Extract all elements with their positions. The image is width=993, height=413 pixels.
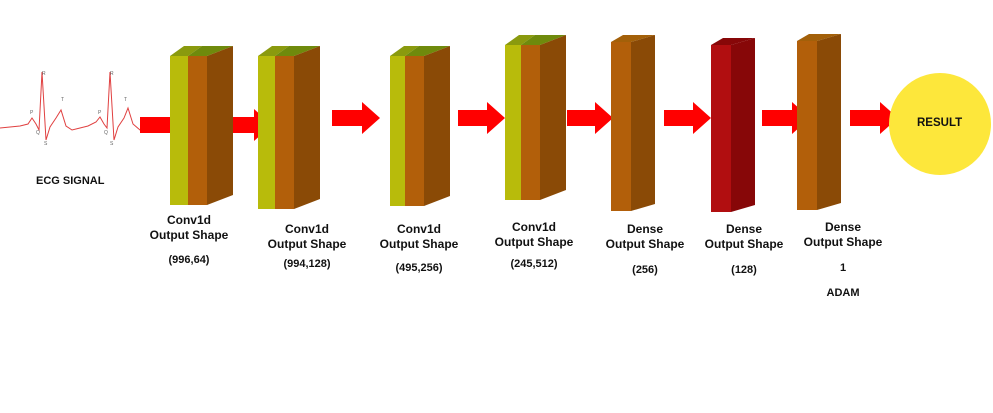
output-shape-label: Output Shape bbox=[494, 235, 574, 249]
output-shape-label: Output Shape bbox=[379, 237, 459, 251]
block-side bbox=[424, 46, 450, 206]
output-shape-value: (994,128) bbox=[283, 258, 331, 270]
ecg-wave-label: T bbox=[61, 97, 64, 103]
block-front bbox=[797, 41, 817, 210]
ecg-signal-waveform: P Q R S T P Q R S T bbox=[0, 71, 151, 147]
ecg-wave-label: Q bbox=[104, 130, 108, 136]
layer-block-1 bbox=[170, 46, 233, 205]
layer-name: Dense bbox=[725, 222, 763, 236]
block-top bbox=[797, 34, 841, 41]
layer-name: Conv1d bbox=[166, 213, 211, 227]
block-side bbox=[540, 35, 566, 200]
block-top bbox=[711, 38, 755, 45]
block-front bbox=[711, 45, 731, 212]
block-front bbox=[521, 45, 540, 200]
output-shape-label: Output Shape bbox=[149, 228, 229, 242]
flow-arrow bbox=[664, 102, 711, 134]
output-shape-value: (245,512) bbox=[510, 258, 558, 270]
layer-block-6 bbox=[711, 38, 755, 212]
block-top bbox=[521, 35, 566, 45]
layer-blocks bbox=[170, 34, 841, 212]
flow-arrow bbox=[567, 102, 613, 134]
layer-name: Conv1d bbox=[396, 222, 441, 236]
block-top bbox=[188, 46, 233, 56]
output-shape-label: Output Shape bbox=[605, 237, 685, 251]
block-front bbox=[188, 56, 207, 205]
layer-block-2 bbox=[258, 46, 320, 209]
slab-face bbox=[505, 45, 521, 200]
flow-arrows bbox=[140, 102, 898, 141]
layer-name: Conv1d bbox=[284, 222, 329, 236]
layer-name: Conv1d bbox=[511, 220, 556, 234]
ecg-signal-label: ECG SIGNAL bbox=[36, 175, 105, 187]
ecg-line bbox=[0, 71, 151, 141]
layer-name: Dense bbox=[824, 220, 862, 234]
block-side bbox=[207, 46, 233, 205]
output-shape-value: (996,64) bbox=[168, 254, 210, 266]
output-shape-value: 1 bbox=[839, 262, 847, 274]
block-side bbox=[731, 38, 755, 212]
block-front bbox=[611, 42, 631, 211]
flow-arrow bbox=[332, 102, 380, 134]
layer-block-7 bbox=[797, 34, 841, 210]
ecg-wave-label: P bbox=[30, 110, 34, 116]
output-shape-value: (128) bbox=[731, 264, 757, 276]
block-top bbox=[611, 35, 655, 42]
ecg-wave-label: S bbox=[44, 141, 48, 147]
layer-block-5 bbox=[611, 35, 655, 211]
layer-name: Dense bbox=[626, 222, 664, 236]
slab-face bbox=[258, 56, 275, 209]
output-shape-label: Output Shape bbox=[267, 237, 347, 251]
result-label: RESULT bbox=[917, 117, 963, 129]
flow-arrow bbox=[850, 102, 898, 134]
result-circle bbox=[889, 73, 991, 175]
output-shape-value: (495,256) bbox=[395, 262, 443, 274]
ecg-wave-label: T bbox=[124, 97, 127, 103]
block-front bbox=[275, 56, 294, 209]
ecg-wave-label: S bbox=[110, 141, 114, 147]
ecg-wave-label: R bbox=[42, 71, 46, 77]
slab-top bbox=[390, 46, 419, 56]
block-side bbox=[631, 35, 655, 211]
ecg-wave-label: R bbox=[110, 71, 114, 77]
block-top bbox=[275, 46, 320, 56]
output-shape-label: Output Shape bbox=[704, 237, 784, 251]
flow-arrow bbox=[458, 102, 505, 134]
output-shape-label: Output Shape bbox=[803, 235, 883, 249]
block-side bbox=[817, 34, 841, 210]
layer-block-4 bbox=[505, 35, 566, 200]
block-side bbox=[294, 46, 320, 209]
output-shape-value: (256) bbox=[632, 264, 658, 276]
slab-face bbox=[170, 56, 188, 205]
slab-top bbox=[170, 46, 202, 56]
slab-top bbox=[258, 46, 289, 56]
ecg-wave-label: Q bbox=[36, 130, 40, 136]
block-top bbox=[405, 46, 450, 56]
ecg-wave-label: P bbox=[98, 110, 102, 116]
slab-top bbox=[505, 35, 535, 45]
optimizer-label: ADAM bbox=[826, 287, 860, 299]
slab-face bbox=[390, 56, 405, 206]
block-front bbox=[405, 56, 424, 206]
layer-block-3 bbox=[390, 46, 450, 206]
